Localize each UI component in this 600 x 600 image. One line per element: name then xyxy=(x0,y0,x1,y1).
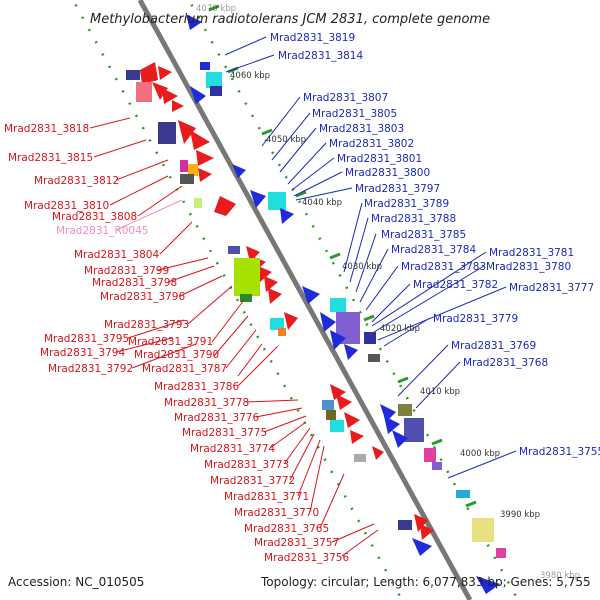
gene-label[interactable]: Mrad2831_3801 xyxy=(337,153,422,165)
gene-label[interactable]: Mrad2831_3795 xyxy=(44,333,129,345)
rna-leader-line xyxy=(115,199,183,231)
gene-label[interactable]: Mrad2831_3781 xyxy=(489,247,574,259)
map-title: Methylobacterium radiotolerans JCM 2831,… xyxy=(90,12,490,27)
kbp-label: 4000 kbp xyxy=(460,449,500,459)
gene-label[interactable]: Mrad2831_3755 xyxy=(519,446,600,458)
kbp-label: 4060 kbp xyxy=(230,71,270,81)
accession-label: Accession: NC_010505 xyxy=(8,575,144,589)
gene-label[interactable]: Mrad2831_3778 xyxy=(164,397,249,409)
kbp-label: 4040 kbp xyxy=(302,198,342,208)
gene-label[interactable]: Mrad2831_3792 xyxy=(48,363,133,375)
gene-label[interactable]: Mrad2831_3810 xyxy=(24,200,109,212)
gene-label[interactable]: Mrad2831_3796 xyxy=(100,291,185,303)
outer-dotted-ring-right xyxy=(187,0,520,600)
gene-label[interactable]: Mrad2831_3798 xyxy=(92,277,177,289)
gene-label[interactable]: Mrad2831_3771 xyxy=(224,491,309,503)
inner-dotted-ring-left xyxy=(71,0,404,600)
gene-label[interactable]: Mrad2831_3802 xyxy=(329,138,414,150)
gene-label[interactable]: Mrad2831_3805 xyxy=(312,108,397,120)
gene-label[interactable]: Mrad2831_3793 xyxy=(104,319,189,331)
gene-label[interactable]: Mrad2831_3776 xyxy=(174,412,259,424)
forward-strand-genes xyxy=(186,14,506,594)
kbp-label: 4050 kbp xyxy=(266,135,306,145)
gene-label[interactable]: Mrad2831_3790 xyxy=(134,349,219,361)
reverse-strand-genes xyxy=(126,62,434,540)
gene-label[interactable]: Mrad2831_3784 xyxy=(391,244,476,256)
gene-label[interactable]: Mrad2831_3803 xyxy=(319,123,404,135)
gene-label[interactable]: Mrad2831_3787 xyxy=(142,363,227,375)
gene-label[interactable]: Mrad2831_3819 xyxy=(270,32,355,44)
gene-label[interactable]: Mrad2831_3815 xyxy=(8,152,93,164)
gene-label[interactable]: Mrad2831_3780 xyxy=(486,261,571,273)
gene-label[interactable]: Mrad2831_3783 xyxy=(401,261,486,273)
gene-label[interactable]: Mrad2831_3756 xyxy=(264,552,349,564)
gene-label[interactable]: Mrad2831_3800 xyxy=(345,167,430,179)
right-leader-lines xyxy=(224,36,517,479)
left-leader-lines xyxy=(89,117,379,557)
gene-label[interactable]: Mrad2831_3794 xyxy=(40,347,125,359)
kbp-label: 4070 kbp xyxy=(196,4,236,14)
gene-label[interactable]: Mrad2831_3789 xyxy=(364,198,449,210)
gene-label[interactable]: Mrad2831_3782 xyxy=(413,279,498,291)
gene-label[interactable]: Mrad2831_3769 xyxy=(451,340,536,352)
gene-label[interactable]: Mrad2831_3785 xyxy=(381,229,466,241)
gene-label[interactable]: Mrad2831_3808 xyxy=(52,211,137,223)
gene-label[interactable]: Mrad2831_R0045 xyxy=(56,225,148,237)
gene-label[interactable]: Mrad2831_3786 xyxy=(154,381,239,393)
kbp-label: 3990 kbp xyxy=(500,510,540,520)
gene-label[interactable]: Mrad2831_3814 xyxy=(278,50,363,62)
gene-label[interactable]: Mrad2831_3779 xyxy=(433,313,518,325)
gene-label[interactable]: Mrad2831_3765 xyxy=(244,523,329,535)
gene-label[interactable]: Mrad2831_3797 xyxy=(355,183,440,195)
left-gene-labels: Mrad2831_3818 Mrad2831_3815 Mrad2831_381… xyxy=(4,123,349,564)
gene-label[interactable]: Mrad2831_3777 xyxy=(509,282,594,294)
genome-summary: Topology: circular; Length: 6,077,833 bp… xyxy=(260,575,591,589)
kbp-label: 3980 kbp xyxy=(540,571,580,581)
gene-label[interactable]: Mrad2831_3774 xyxy=(190,443,275,455)
gene-label[interactable]: Mrad2831_3807 xyxy=(303,92,388,104)
gene-label[interactable]: Mrad2831_3791 xyxy=(128,336,213,348)
kbp-label: 4030 kbp xyxy=(342,262,382,272)
gene-label[interactable]: Mrad2831_3775 xyxy=(182,427,267,439)
gene-label[interactable]: Mrad2831_3772 xyxy=(210,475,295,487)
kbp-label: 4010 kbp xyxy=(420,387,460,397)
gene-label[interactable]: Mrad2831_3770 xyxy=(234,507,319,519)
right-gene-labels: Mrad2831_3819 Mrad2831_3814 Mrad2831_380… xyxy=(270,32,600,458)
gene-label[interactable]: Mrad2831_3804 xyxy=(74,249,159,261)
gene-label[interactable]: Mrad2831_3818 xyxy=(4,123,89,135)
gene-label[interactable]: Mrad2831_3788 xyxy=(371,213,456,225)
gene-label[interactable]: Mrad2831_3773 xyxy=(204,459,289,471)
gene-label[interactable]: Mrad2831_3757 xyxy=(254,537,339,549)
kbp-label: 4020 kbp xyxy=(380,324,420,334)
kbp-scale-labels: 4070 kbp 4060 kbp 4050 kbp 4040 kbp 4030… xyxy=(196,4,580,581)
gene-label[interactable]: Mrad2831_3799 xyxy=(84,265,169,277)
gene-label[interactable]: Mrad2831_3812 xyxy=(34,175,119,187)
gene-label[interactable]: Mrad2831_3768 xyxy=(463,357,548,369)
